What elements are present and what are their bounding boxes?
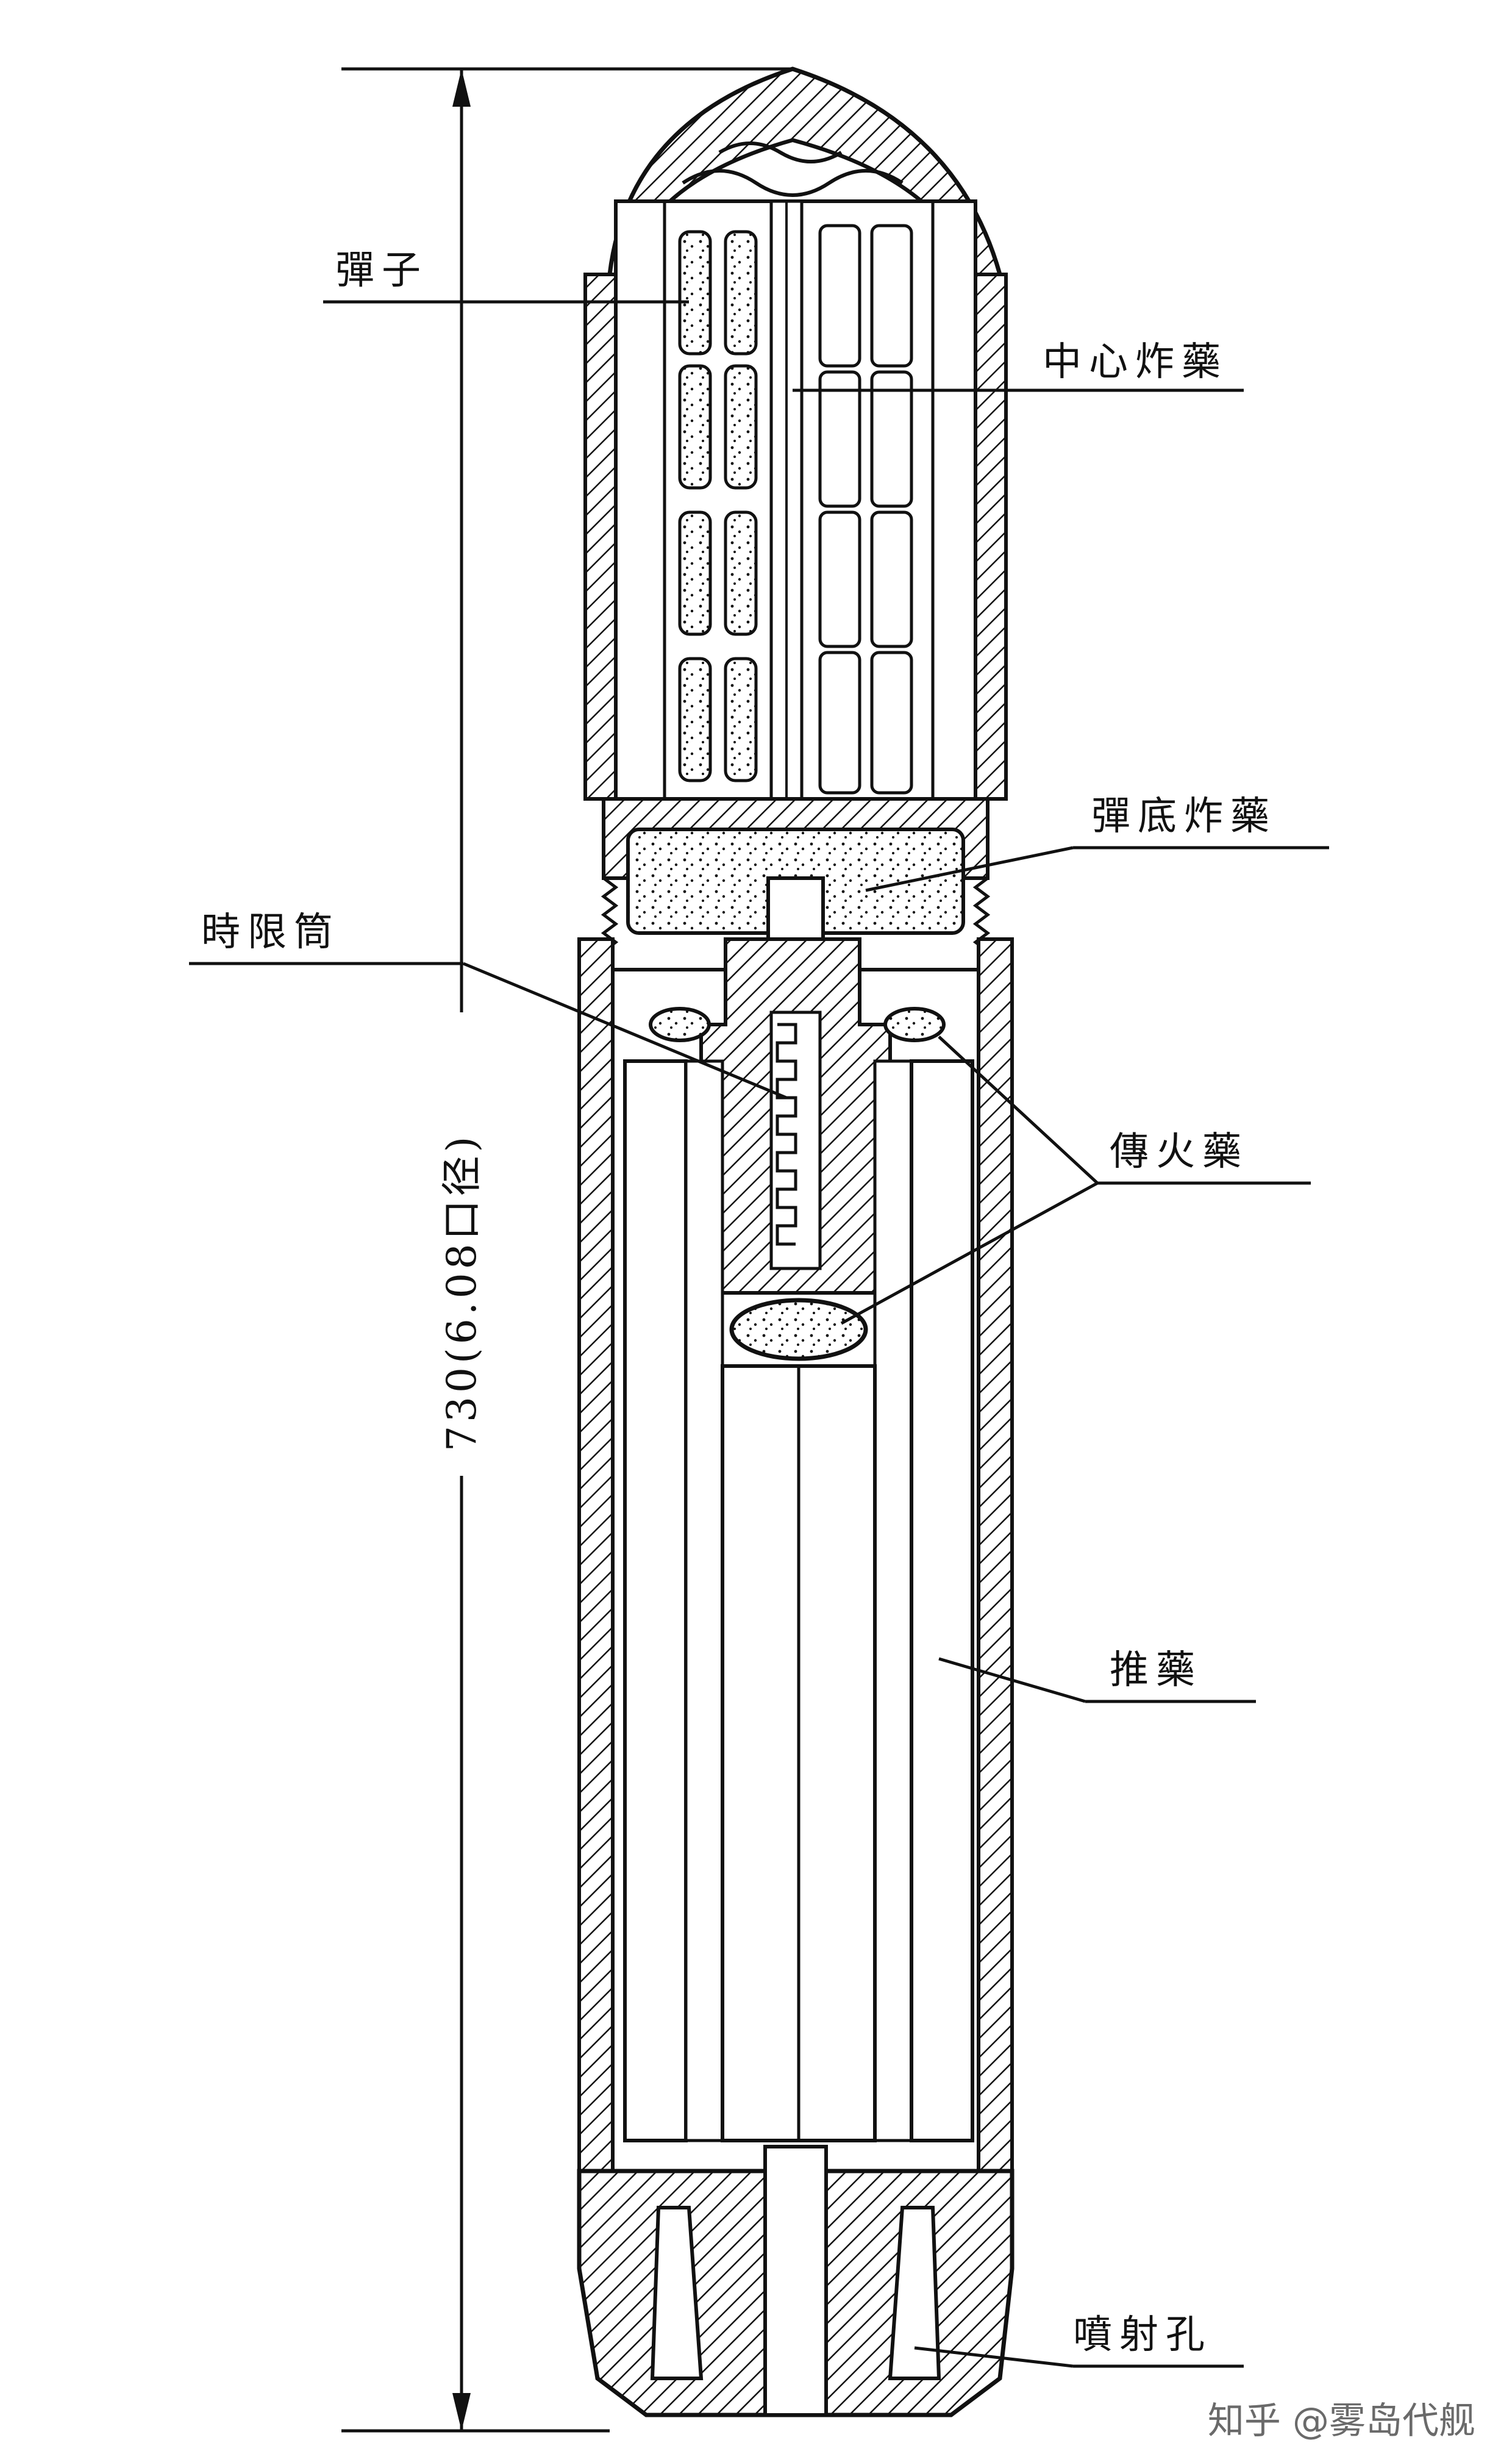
dimension-arrow-bottom bbox=[452, 2393, 471, 2431]
label-submunitions: 彈子 bbox=[335, 248, 428, 293]
dimension-length-label: 730(6.08口径) bbox=[438, 1133, 485, 1451]
propellant-grains bbox=[623, 1059, 974, 2142]
label-propellant: 推藥 bbox=[1110, 1648, 1202, 1693]
dimension-arrow-top bbox=[452, 69, 471, 107]
igniter-pellet-left bbox=[649, 1007, 711, 1042]
label-base-charge: 彈底炸藥 bbox=[1091, 794, 1277, 839]
nozzle-block bbox=[577, 2145, 1015, 2417]
submunition-column-right bbox=[818, 224, 913, 795]
igniter-charges bbox=[649, 1007, 946, 1361]
label-time-fuze: 時限筒 bbox=[201, 910, 340, 955]
submunition-column-left bbox=[678, 230, 758, 782]
label-center-charge: 中心炸藥 bbox=[1043, 340, 1228, 385]
igniter-pellet-right bbox=[883, 1007, 946, 1042]
time-fuze-assembly bbox=[699, 937, 892, 1295]
base-charge-section bbox=[601, 797, 991, 971]
label-nozzles: 噴射孔 bbox=[1073, 2313, 1212, 2358]
label-igniter: 傳火藥 bbox=[1110, 1129, 1249, 1175]
overall-length-dimension: 730(6.08口径) bbox=[341, 67, 793, 2433]
leader-lines bbox=[189, 300, 1329, 2368]
igniter-pellet-center bbox=[729, 1298, 868, 1361]
center-charge-tube bbox=[769, 199, 804, 801]
watermark: 知乎 @雾岛代舰 bbox=[1208, 2400, 1475, 2442]
